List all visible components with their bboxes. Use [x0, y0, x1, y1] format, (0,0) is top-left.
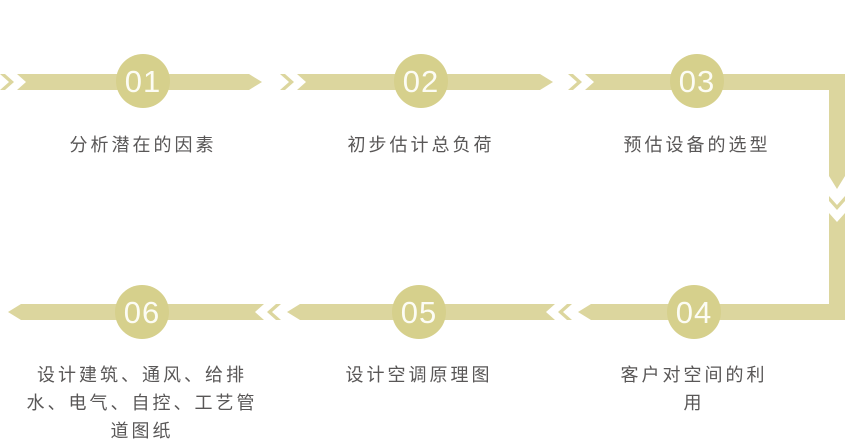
step-number-2: 02 [402, 63, 440, 99]
step-number-6: 06 [123, 294, 161, 330]
arrow-band-step-3-corner-down [585, 74, 845, 189]
step-label-2: 初步估计总负荷 [347, 135, 495, 155]
step-number-4: 04 [675, 294, 713, 330]
step-label-1: 分析潜在的因素 [69, 135, 217, 155]
arrow-band-step-4-corner-left [578, 213, 845, 320]
step-circle-6: 06 [115, 285, 169, 339]
chevron-left-icon [267, 304, 281, 320]
step-circle-4: 04 [667, 285, 721, 339]
chevron-down-icon [829, 196, 845, 210]
step-label-6: 设计建筑、通风、给排 水、电气、自控、工艺管 道图纸 [26, 365, 258, 441]
step-circle-1: 01 [116, 54, 170, 108]
step-label-5: 设计空调原理图 [345, 365, 493, 385]
chevron-right-icon [568, 74, 582, 90]
step-label-4: 客户对空间的利 用 [620, 365, 768, 413]
step-number-3: 03 [678, 63, 716, 99]
step-number-1: 01 [124, 63, 162, 99]
chevron-left-icon [558, 304, 572, 320]
step-number-5: 05 [400, 294, 438, 330]
step-circle-3: 03 [670, 54, 724, 108]
step-label-3: 预估设备的选型 [623, 135, 771, 155]
step-circle-2: 02 [394, 54, 448, 108]
step-circle-5: 05 [392, 285, 446, 339]
chevron-right-icon [0, 74, 14, 90]
chevron-right-icon [280, 74, 294, 90]
